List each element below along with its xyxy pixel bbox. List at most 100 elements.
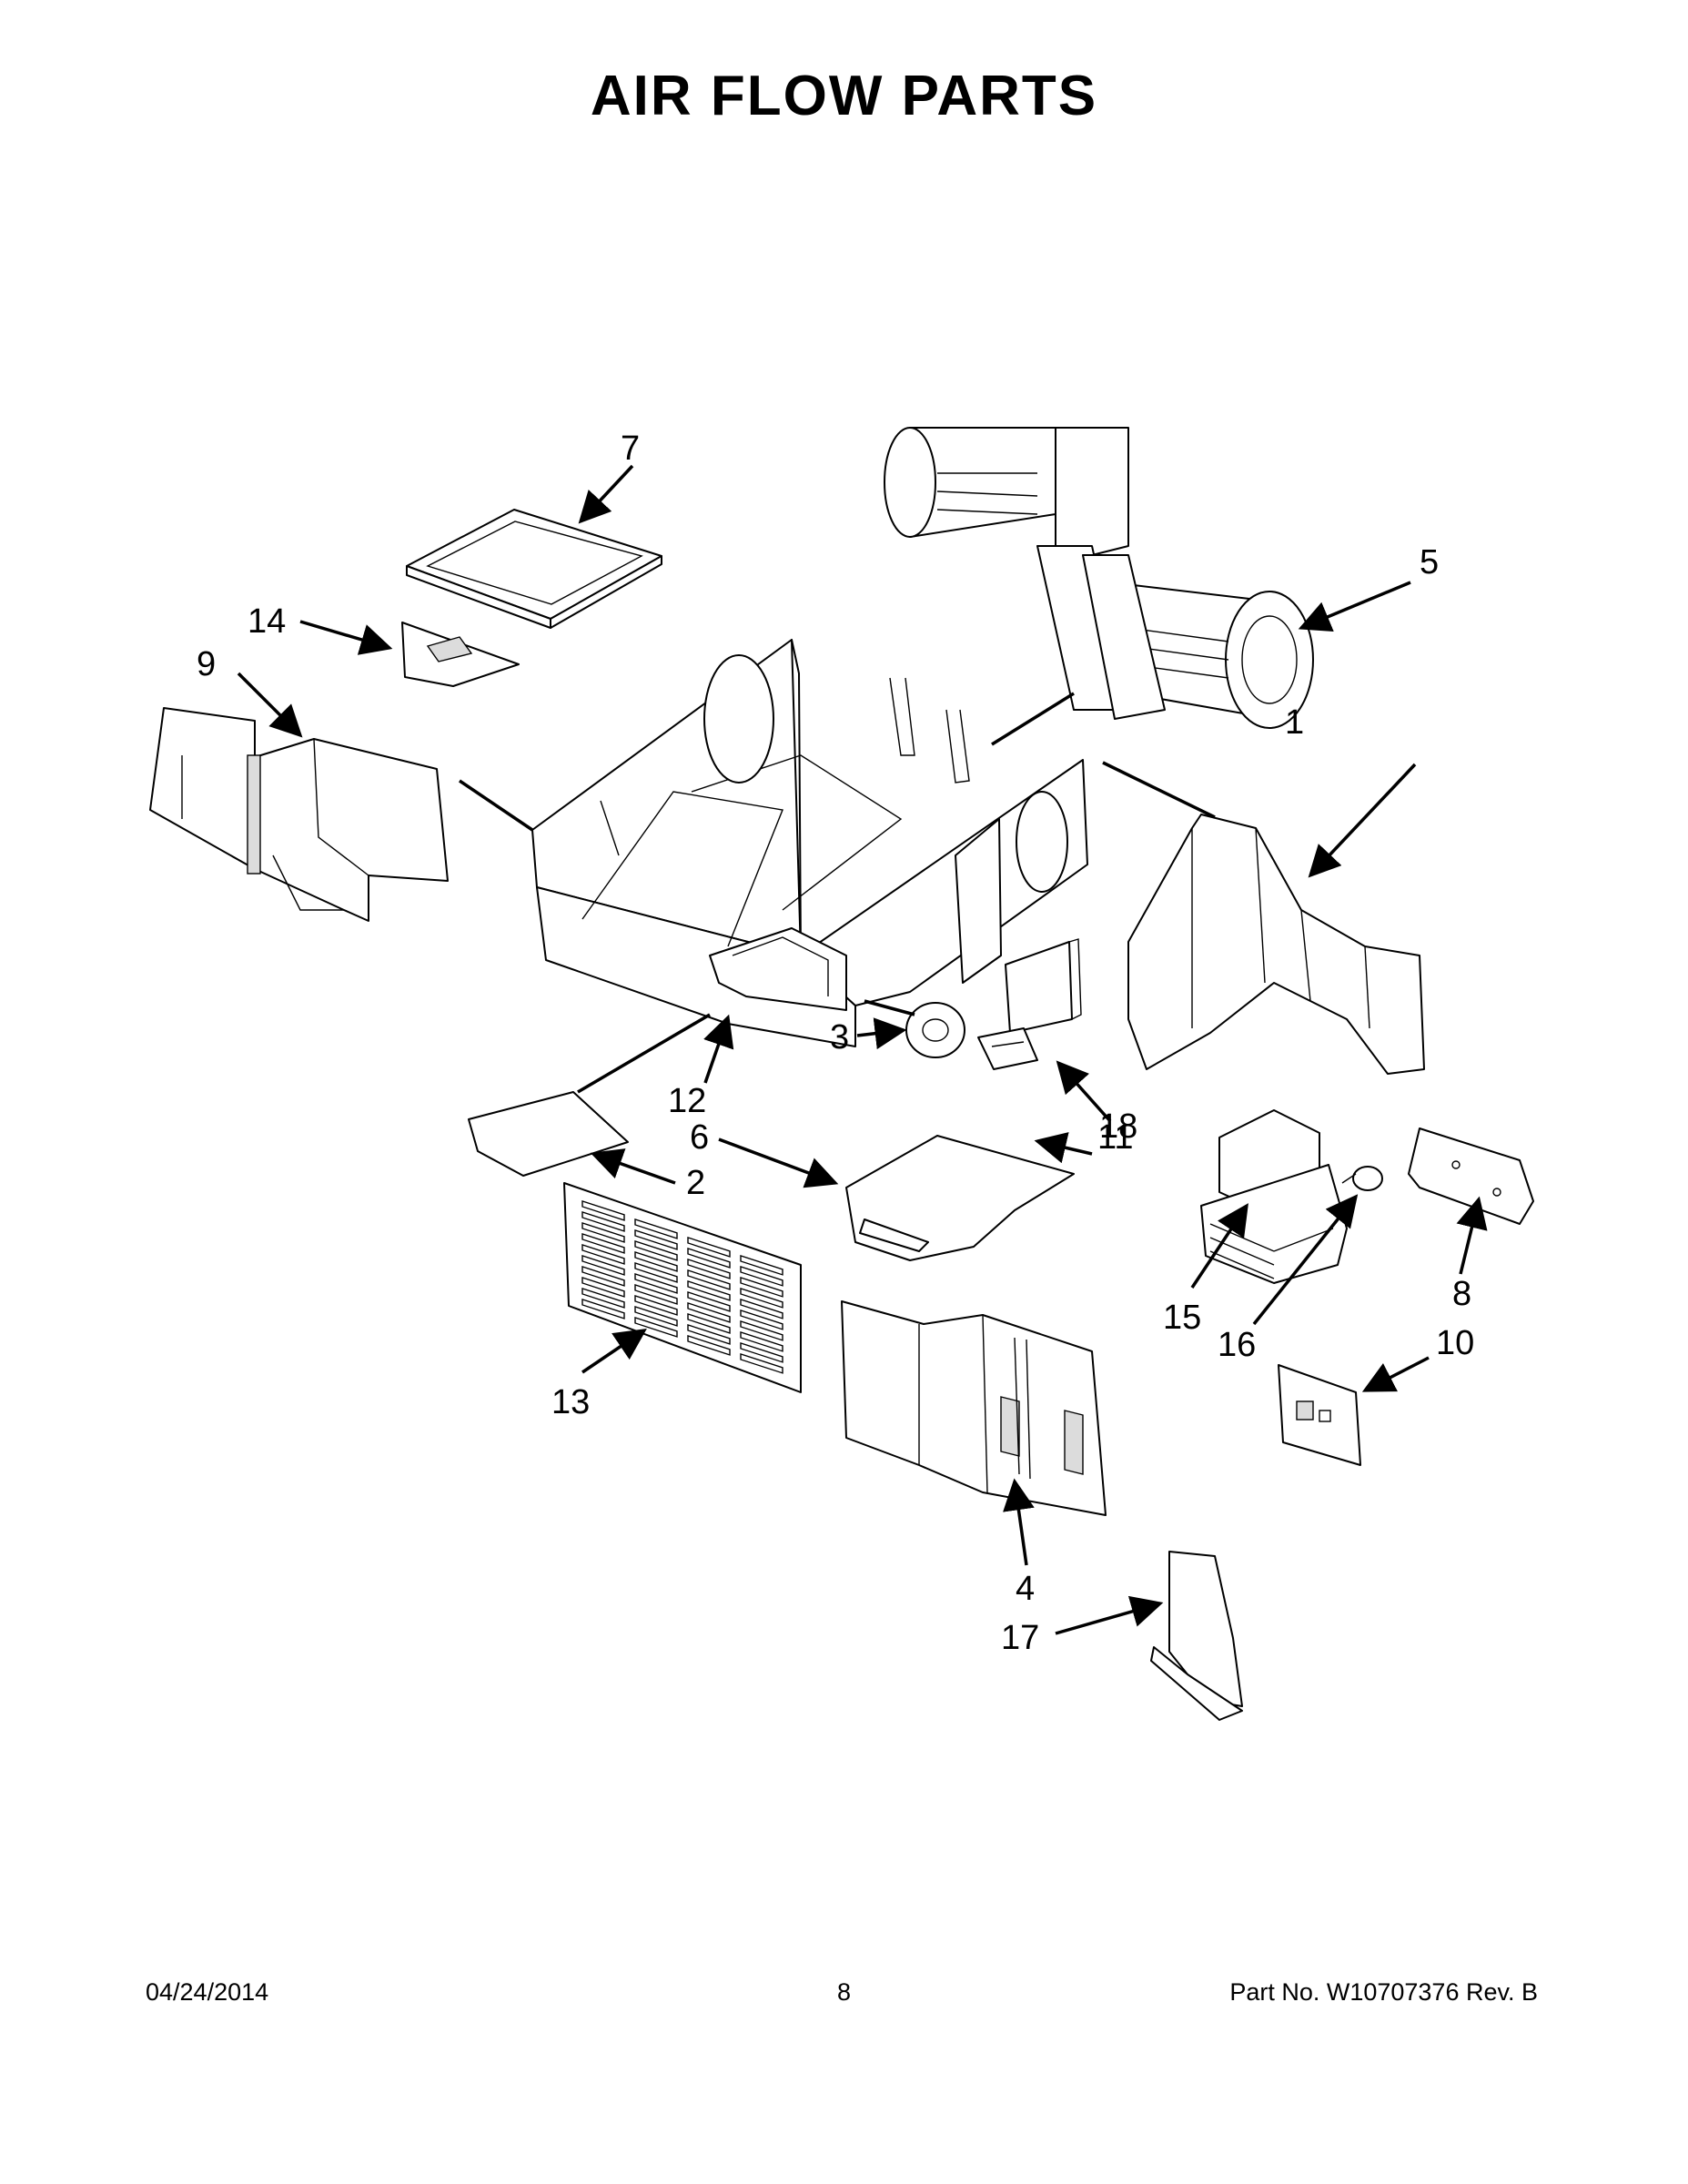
grille-slot — [740, 1320, 783, 1341]
part-5-blower-motor — [884, 427, 1314, 729]
callout-1: 1 — [1285, 703, 1304, 742]
callout-2: 2 — [686, 1164, 705, 1202]
callout-17: 17 — [1001, 1619, 1039, 1657]
leader-8 — [1456, 1196, 1488, 1275]
page-title: AIR FLOW PARTS — [590, 65, 1098, 127]
grille-slot — [740, 1266, 783, 1287]
grille-slot — [634, 1240, 678, 1261]
grille-slot — [634, 1218, 678, 1239]
leader-1 — [1308, 763, 1417, 878]
part-15-transformer — [1200, 1109, 1348, 1284]
grille-slot — [687, 1259, 731, 1279]
grille-slot — [687, 1291, 731, 1312]
leader-17 — [1055, 1595, 1164, 1635]
grille-slot — [581, 1277, 625, 1298]
callout-5: 5 — [1420, 543, 1439, 581]
grille-slot — [581, 1211, 625, 1232]
leader-4 — [1003, 1478, 1035, 1566]
callout-3: 3 — [830, 1018, 849, 1057]
leader-15 — [1190, 1203, 1248, 1289]
part-18-bracket — [1005, 938, 1082, 1034]
footer-date: 04/24/2014 — [146, 1978, 269, 2006]
callout-13: 13 — [551, 1383, 590, 1421]
part-7-filter-frame — [406, 509, 662, 629]
leader-14 — [299, 620, 393, 655]
callout-8: 8 — [1452, 1275, 1471, 1313]
part-4-vent-panel — [841, 1300, 1107, 1516]
callout-4: 4 — [1016, 1570, 1035, 1608]
callout-15: 15 — [1163, 1299, 1201, 1337]
part-9-side-duct — [149, 707, 449, 922]
leader-6 — [718, 1138, 839, 1188]
grille-slot — [687, 1269, 731, 1290]
grille-slot — [740, 1353, 783, 1374]
grille-slot — [687, 1280, 731, 1301]
footer-part-number: Part No. W10707376 Rev. B — [1229, 1978, 1538, 2006]
callout-14: 14 — [248, 602, 286, 641]
part-17-deflector — [1150, 1551, 1243, 1721]
grille-slot — [581, 1266, 625, 1287]
part-2-cover-plate — [468, 1091, 629, 1177]
grille-slot — [740, 1309, 783, 1330]
footer-page-number: 8 — [836, 1978, 852, 2006]
grille-slot — [634, 1284, 678, 1305]
grille-slot — [687, 1302, 731, 1323]
grille-slot — [634, 1295, 678, 1316]
part-11-socket — [977, 1027, 1038, 1070]
grille-slot — [687, 1324, 731, 1345]
grille-slot — [687, 1248, 731, 1269]
leader-1b — [1102, 761, 1216, 819]
grille-slot — [634, 1317, 678, 1338]
leader-5 — [1298, 581, 1411, 632]
leader-9 — [237, 672, 303, 738]
leader-16 — [1252, 1194, 1359, 1326]
grille-slot — [634, 1229, 678, 1250]
grille-slot — [687, 1313, 731, 1334]
leader-18 — [1056, 1060, 1112, 1123]
part-3-component — [905, 1002, 965, 1058]
callout-18: 18 — [1099, 1107, 1137, 1146]
grille-slot — [634, 1251, 678, 1272]
grille-slot — [581, 1233, 625, 1254]
grille-slot — [581, 1288, 625, 1309]
part-8-mounting-plate — [1408, 1127, 1534, 1225]
grille-slot — [687, 1335, 731, 1356]
grille-slot — [740, 1299, 783, 1320]
part-6-panel — [845, 1135, 1075, 1261]
base-housing — [531, 639, 1088, 1047]
leader-lines — [237, 464, 1488, 1635]
grille-slot — [581, 1222, 625, 1243]
leader-3 — [856, 1017, 907, 1050]
callout-11: 11 — [1097, 1118, 1133, 1157]
grille-slot — [581, 1244, 625, 1265]
callout-12: 12 — [668, 1082, 706, 1120]
grille-slot — [740, 1288, 783, 1309]
grille-slot — [634, 1262, 678, 1283]
leader-12b — [577, 1013, 711, 1094]
grille-slot — [740, 1277, 783, 1298]
leader-13 — [581, 1329, 647, 1374]
part-14-bracket — [401, 622, 520, 687]
leader-11 — [1034, 1132, 1093, 1164]
grille-slot — [687, 1237, 731, 1258]
leader-2 — [590, 1148, 676, 1185]
grille-slot — [740, 1255, 783, 1276]
leader-12 — [703, 1014, 734, 1084]
grille-slot — [634, 1306, 678, 1327]
callout-16: 16 — [1218, 1326, 1256, 1364]
grille-slot — [634, 1273, 678, 1294]
leader-5b — [991, 692, 1075, 746]
callout-7: 7 — [621, 430, 640, 468]
grille-slot — [581, 1299, 625, 1320]
grille-slot — [581, 1255, 625, 1276]
leader-10 — [1361, 1356, 1430, 1392]
leader-7 — [578, 464, 634, 524]
part-16-thermal-switch — [1341, 1166, 1383, 1191]
part-1-exhaust-duct — [1127, 814, 1425, 1075]
grille-slot — [740, 1342, 783, 1363]
callout-10: 10 — [1436, 1324, 1474, 1362]
grille-slot — [740, 1331, 783, 1352]
leader-3b — [864, 999, 915, 1016]
grille-slot — [581, 1200, 625, 1221]
